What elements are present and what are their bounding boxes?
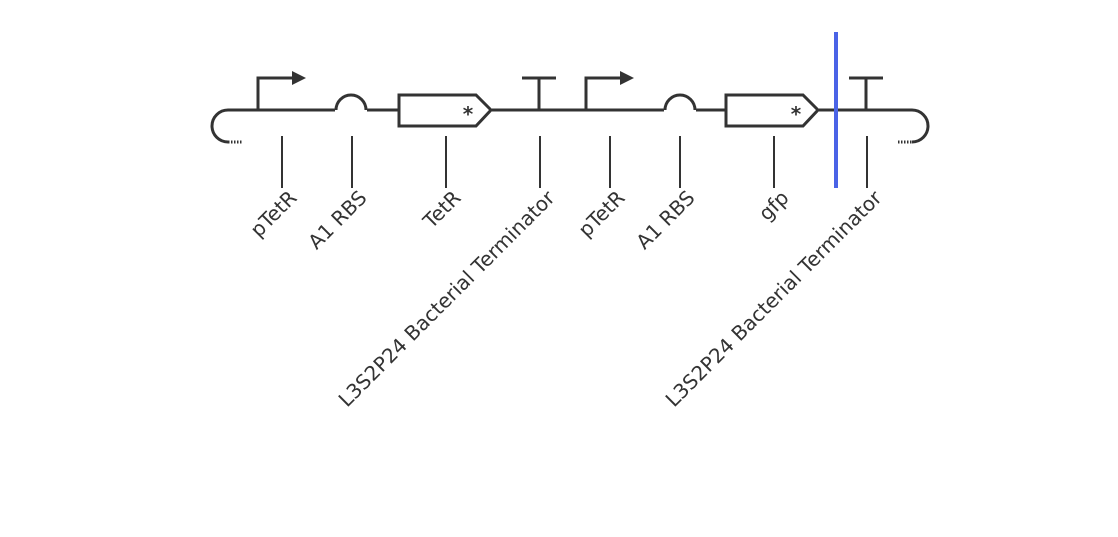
promoter-glyph-1[interactable] (256, 71, 306, 110)
terminator-glyph-1[interactable] (522, 76, 556, 110)
cds-glyph-gfp[interactable]: * (724, 93, 821, 128)
part-label-gfp: gfp (754, 186, 794, 226)
part-label-ptetr-2: pTetR (573, 185, 629, 241)
rbs-glyph-1[interactable] (334, 93, 368, 111)
cds-glyph-tetr[interactable]: * (397, 93, 494, 128)
backbone-right-cap (911, 108, 930, 144)
part-label-a1-rbs-1: A1 RBS (303, 186, 371, 254)
cds-marker-gfp: * (791, 102, 802, 126)
backbone-left-cap (210, 108, 229, 144)
part-label-tetr: TetR (418, 186, 466, 234)
cds-marker-tetr: * (463, 102, 474, 126)
rbs-glyph-2[interactable] (663, 93, 697, 111)
part-label-a1-rbs-2: A1 RBS (631, 186, 699, 254)
part-label-ptetr-1: pTetR (245, 185, 301, 241)
terminator-glyph-2[interactable] (849, 76, 883, 110)
backbone (210, 108, 930, 144)
promoter-glyph-2[interactable] (584, 71, 634, 110)
